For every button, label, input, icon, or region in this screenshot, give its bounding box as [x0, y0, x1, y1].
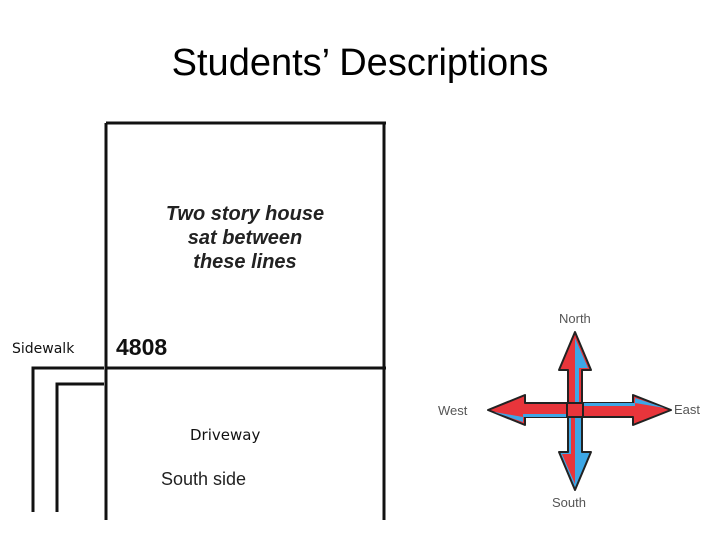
compass-east-label: East — [674, 402, 701, 417]
driveway-label: Driveway — [190, 426, 261, 444]
compass-west-label: West — [438, 403, 468, 418]
compass-south-label: South — [552, 495, 586, 510]
south-side-label: South side — [161, 469, 247, 489]
sidewalk-path — [31, 366, 104, 512]
east-arrow — [582, 394, 672, 426]
sidewalk-label: Sidewalk — [12, 341, 75, 357]
compass-arrows — [487, 331, 672, 491]
house-label: Two story house sat between these lines — [165, 203, 325, 273]
compass-center — [566, 402, 584, 418]
house-outline — [104, 121, 386, 520]
address-number: 4808 — [116, 334, 168, 360]
west-arrow — [487, 394, 568, 426]
compass-north-label: North — [559, 311, 591, 326]
slide-title: Students’ Descriptions — [171, 42, 549, 84]
